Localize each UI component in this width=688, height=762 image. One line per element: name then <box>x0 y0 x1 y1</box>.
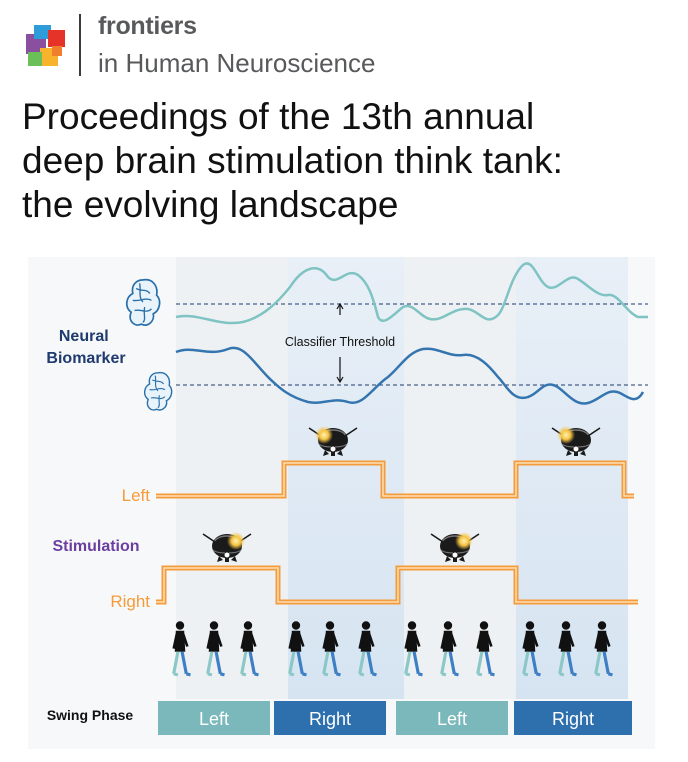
band-left-2 <box>404 257 516 699</box>
journal-name[interactable]: in Human Neuroscience <box>98 48 376 78</box>
stimulation-label: Stimulation <box>52 538 139 555</box>
brand-name[interactable]: frontiers <box>98 12 197 40</box>
band-left-1 <box>176 257 288 699</box>
swing-phase-left-2 <box>396 701 508 735</box>
paper-title-line-1: Proceedings of the 13th annual <box>22 96 535 137</box>
dbs-figure: Neural Biomarker Classifier Threshold Le… <box>28 257 655 749</box>
swing-phase-label: Swing Phase <box>47 707 134 723</box>
band-right-2 <box>516 257 628 699</box>
swing-phase-text: Right <box>552 709 594 729</box>
classifier-threshold-label: Classifier Threshold <box>285 335 395 349</box>
band-right-1 <box>288 257 404 699</box>
stim-right-label: Right <box>110 592 150 611</box>
neural-label-line-1: Neural <box>59 328 109 345</box>
paper-title: Proceedings of the 13th annual deep brai… <box>22 95 672 227</box>
frontiers-logo-icon <box>26 25 65 66</box>
blue-biomarker-trace <box>175 346 645 405</box>
swing-phase-text: Right <box>309 709 351 729</box>
neural-biomarker-label: Neural Biomarker <box>46 328 125 367</box>
swing-phase-left-1 <box>158 701 270 735</box>
swing-phase-right-2 <box>514 701 632 735</box>
paper-title-line-3: the evolving landscape <box>22 184 399 225</box>
neural-label-line-2: Biomarker <box>46 350 125 367</box>
swing-phase-right-1 <box>274 701 386 735</box>
swing-phase-text: Left <box>199 709 229 729</box>
logo-divider <box>79 14 81 76</box>
teal-biomarker-trace <box>175 262 648 325</box>
swing-phase-text: Left <box>437 709 467 729</box>
paper-title-line-2: deep brain stimulation think tank: <box>22 140 563 181</box>
journal-header: frontiers in Human Neuroscience <box>0 0 688 90</box>
stim-left-label: Left <box>122 486 151 505</box>
